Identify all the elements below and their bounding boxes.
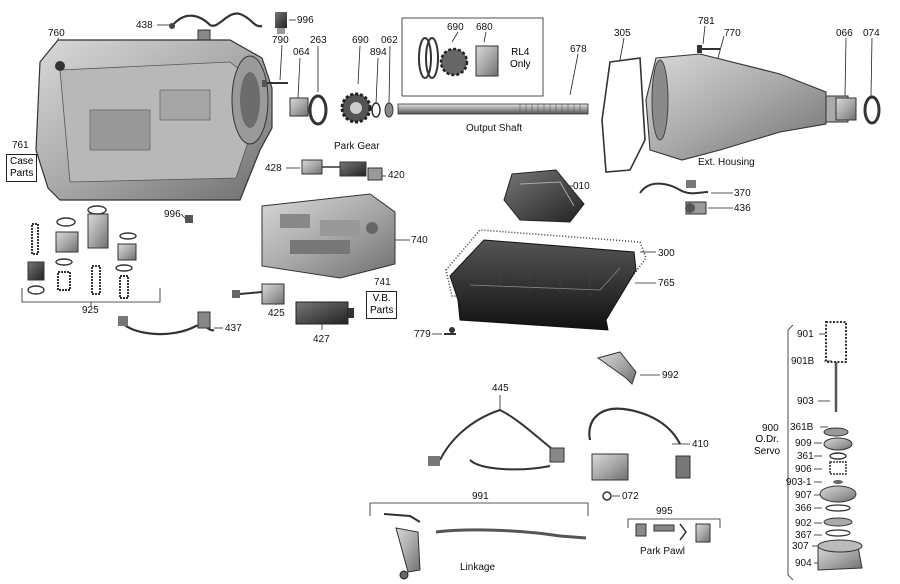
part-number-370: 370 — [734, 188, 751, 199]
part-number-425: 425 — [268, 308, 285, 319]
part-number-907: 907 — [795, 490, 812, 501]
part-number-901B: 901B — [791, 356, 815, 367]
part-number-761: 761 — [12, 140, 29, 151]
part-number-064: 064 — [293, 47, 310, 58]
caption-rl4-line1: RL4 — [511, 47, 530, 58]
part-number-690-park-gear: 690 — [352, 35, 369, 46]
part-number-781: 781 — [698, 16, 715, 27]
valve-body-740 — [261, 193, 396, 279]
caption-case-line2: Parts — [10, 168, 34, 179]
part-number-779: 779 — [414, 329, 431, 340]
part-number-428: 428 — [265, 163, 282, 174]
part-number-902: 902 — [795, 518, 812, 529]
part-number-770: 770 — [724, 28, 741, 39]
part-number-420: 420 — [388, 170, 405, 181]
extension-housing-770 — [645, 53, 849, 161]
part-number-010: 010 — [573, 181, 590, 192]
part-number-307: 307 — [792, 541, 809, 552]
transmission-case-760 — [35, 39, 273, 201]
part-number-790: 790 — [272, 35, 289, 46]
part-number-445: 445 — [492, 383, 509, 394]
part-number-427: 427 — [313, 334, 330, 345]
part-number-740: 740 — [411, 235, 428, 246]
part-number-925: 925 — [82, 305, 99, 316]
part-number-690-rl4: 690 — [447, 22, 464, 33]
part-number-741: 741 — [374, 277, 391, 288]
caption-case-parts-box: Case Parts — [6, 154, 38, 182]
part-number-996-plug: 996 — [164, 209, 181, 220]
part-number-367: 367 — [795, 530, 812, 541]
part-number-410: 410 — [692, 439, 709, 450]
caption-linkage: Linkage — [460, 562, 496, 573]
part-number-074: 074 — [863, 28, 880, 39]
oil-pan-765 — [449, 239, 637, 331]
part-number-904: 904 — [795, 558, 812, 569]
part-number-263: 263 — [310, 35, 327, 46]
part-number-062: 062 — [381, 35, 398, 46]
caption-rl4-only: RL4 Only — [510, 47, 531, 71]
part-number-901: 901 — [797, 329, 814, 340]
part-number-900: 900 — [762, 423, 779, 434]
part-number-361B: 361B — [790, 422, 814, 433]
caption-od-line1: O.Dr. — [755, 434, 779, 445]
part-number-072: 072 — [622, 491, 639, 502]
part-number-366: 366 — [795, 503, 812, 514]
caption-od-line2: Servo — [754, 446, 781, 457]
part-number-765: 765 — [658, 278, 675, 289]
caption-vb-line1: V.B. — [372, 293, 391, 304]
part-number-438: 438 — [136, 20, 153, 31]
part-number-906: 906 — [795, 464, 812, 475]
part-number-305: 305 — [614, 28, 631, 39]
part-number-903: 903 — [797, 396, 814, 407]
caption-od-servo: O.Dr. Servo — [754, 434, 780, 458]
caption-rl4-line2: Only — [510, 59, 531, 70]
part-number-361: 361 — [797, 451, 814, 462]
part-number-300: 300 — [658, 248, 675, 259]
caption-output-shaft: Output Shaft — [466, 123, 523, 134]
caption-vb-line2: Parts — [370, 305, 394, 316]
part-number-992: 992 — [662, 370, 679, 381]
caption-ext-housing: Ext. Housing — [698, 157, 755, 168]
part-number-903-1: 903-1 — [786, 477, 812, 488]
part-number-436: 436 — [734, 203, 751, 214]
overdrive-servo-900 — [817, 321, 863, 571]
part-number-066: 066 — [836, 28, 853, 39]
caption-park-pawl: Park Pawl — [640, 546, 686, 557]
caption-park-gear: Park Gear — [334, 141, 380, 152]
part-number-760: 760 — [48, 28, 65, 39]
part-number-996-sensor: 996 — [297, 15, 314, 26]
caption-vb-parts-box: V.B. Parts — [366, 291, 398, 319]
part-number-991: 991 — [472, 491, 489, 502]
part-number-909: 909 — [795, 438, 812, 449]
caption-case-line1: Case — [10, 156, 34, 167]
part-number-995: 995 — [656, 506, 673, 517]
part-number-678: 678 — [570, 44, 587, 55]
part-number-437: 437 — [225, 323, 242, 334]
case-parts-925 — [27, 205, 137, 299]
part-number-894: 894 — [370, 47, 387, 58]
part-number-680: 680 — [476, 22, 493, 33]
